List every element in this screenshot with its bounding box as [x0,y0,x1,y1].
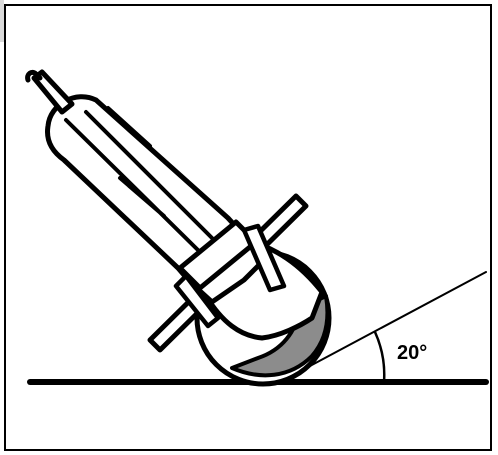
guard-clamp-right [241,223,287,293]
angle-label: 20° [397,342,427,364]
grinder-body [45,94,265,305]
grinder-body-detail [64,106,220,256]
angle-arc [373,330,386,384]
corner-shade [0,0,4,42]
angle-reference-line [279,271,487,383]
power-cable-end [25,69,43,83]
guard-clamp-left [173,273,221,329]
